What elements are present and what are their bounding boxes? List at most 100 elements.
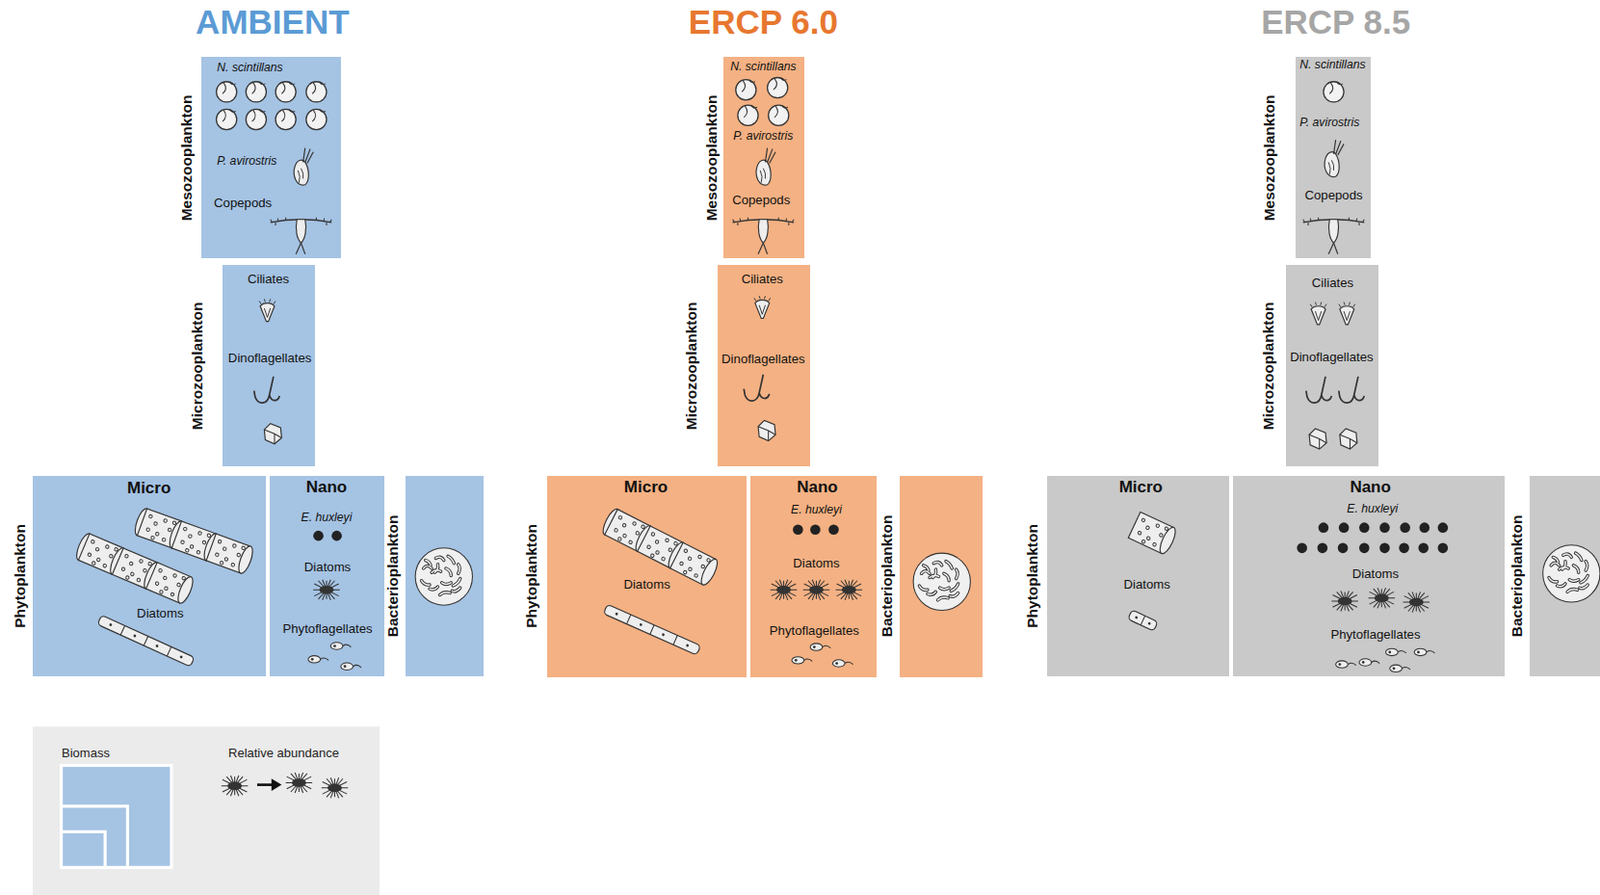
noctiluca-icon xyxy=(216,81,237,103)
group-label: Dinoflagellates xyxy=(721,351,806,367)
group-label: Diatoms xyxy=(304,559,351,575)
ciliate-icon xyxy=(259,298,276,321)
coccolithophore-icon xyxy=(313,530,324,542)
flagellate-icon xyxy=(832,659,853,667)
size-class-heading: Micro xyxy=(1119,477,1163,498)
species-label: E. huxleyi xyxy=(1346,501,1398,516)
noctiluca-icon xyxy=(768,104,789,126)
coccolithophore-icon xyxy=(1296,543,1308,554)
group-label: Ciliates xyxy=(1311,275,1354,290)
plankton-group-label: Mesozooplankton xyxy=(1259,94,1278,221)
nano-diatom-icon xyxy=(313,579,341,601)
diatom-chain-icon xyxy=(74,531,197,605)
coccolithophore-icon xyxy=(1359,543,1370,554)
biomass-box: Bacterioplankton xyxy=(1529,475,1600,678)
biomass-box: Nano E. huxleyiDiatomsPhytoflagellates xyxy=(269,475,386,678)
flagellate-icon xyxy=(810,643,831,651)
noctiluca-icon xyxy=(306,81,327,103)
nano-diatom-icon xyxy=(1331,590,1359,611)
coccolithophore-icon xyxy=(1398,543,1410,554)
biomass-box: MesozooplanktonN. scintillansP. avirostr… xyxy=(201,56,341,259)
legend-label: Relative abundance xyxy=(228,746,340,761)
diatom-chain-icon xyxy=(131,506,256,576)
copepod-icon xyxy=(733,217,795,255)
flagellate-icon xyxy=(308,655,329,663)
ambient-illustration xyxy=(74,81,473,671)
cladoceran-icon xyxy=(1324,139,1344,177)
coccolithophore-icon xyxy=(828,524,840,535)
noctiluca-icon xyxy=(275,81,296,103)
ercp60-illustration xyxy=(600,78,971,668)
coccolithophore-icon xyxy=(1359,522,1370,533)
biomass-box: NanoE. huxleyiDiatomsPhytoflagellates xyxy=(1232,475,1506,678)
noctiluca-icon xyxy=(216,108,237,130)
flagellate-icon xyxy=(1336,660,1357,668)
coccolithophore-icon xyxy=(1417,543,1429,554)
biomass-box: Bacterioplankton xyxy=(899,475,983,679)
noctiluca-icon xyxy=(245,108,266,130)
biomass-square xyxy=(61,831,106,867)
biomass-box: MicrozooplanktonCiliatesDinoflagellates xyxy=(717,264,812,467)
nano-diatom-icon xyxy=(321,777,349,798)
bacteria-icon xyxy=(1543,545,1600,603)
noctiluca-icon xyxy=(1323,81,1344,103)
noctiluca-icon xyxy=(767,78,788,99)
nano-diatom-icon xyxy=(770,579,798,601)
species-label: N. scintillans xyxy=(1299,57,1365,72)
biomass-square xyxy=(61,764,172,867)
plankton-group-label: Phytoplankton xyxy=(523,524,541,630)
species-label: P. avirostris xyxy=(733,129,793,143)
biomass-box: PhytoplanktonMicroDiatoms xyxy=(32,475,267,678)
group-label: Copepods xyxy=(1304,187,1363,203)
coccolithophore-icon xyxy=(792,524,804,535)
plankton-group-label: Bacterioplankton xyxy=(879,515,897,638)
group-label: Copepods xyxy=(732,192,790,208)
group-label: Diatoms xyxy=(136,605,184,621)
nano-diatom-icon xyxy=(1368,587,1396,608)
flagellate-icon xyxy=(791,656,813,664)
diatom-chain-icon xyxy=(97,614,195,667)
ciliate-icon xyxy=(1310,302,1327,325)
biomass-box: MesozooplanktonN. scintillansP. avirostr… xyxy=(723,56,805,259)
plankton-group-label: Mesozooplankton xyxy=(702,94,720,221)
biomass-box: MicrozooplanktonCiliatesDinoflagellates xyxy=(222,264,316,467)
group-label: Diatoms xyxy=(792,555,840,571)
flagellate-icon xyxy=(1359,658,1380,666)
ciliate-icon xyxy=(1338,302,1356,325)
biomass-box: NanoE. huxleyiDiatomsPhytoflagellates xyxy=(750,475,877,679)
biomass-box: Bacterioplankton xyxy=(405,475,485,678)
noctiluca-icon xyxy=(245,81,266,103)
dinoflagellate-icon xyxy=(1309,428,1327,449)
legend-label: Biomass xyxy=(61,746,110,761)
nano-diatom-icon xyxy=(836,579,864,601)
diatom-chain-icon xyxy=(603,603,701,656)
species-label: P. avirostris xyxy=(216,154,277,168)
group-label: Ciliates xyxy=(741,271,784,287)
coccolithophore-icon xyxy=(1418,522,1430,533)
group-label: Phytoflagellates xyxy=(282,621,372,636)
dinoflagellate-icon xyxy=(1306,376,1332,403)
coccolithophore-icon xyxy=(810,524,821,535)
flagellate-icon xyxy=(1414,648,1435,656)
legend-arrow xyxy=(257,783,274,787)
species-label: N. scintillans xyxy=(730,59,796,74)
species-label: E. huxleyi xyxy=(790,502,842,517)
cladoceran-icon xyxy=(293,148,314,185)
group-label: Diatoms xyxy=(623,577,670,592)
plankton-group-label: Bacterioplankton xyxy=(1508,515,1526,638)
coccolithophore-icon xyxy=(1317,543,1329,554)
group-label: Phytoflagellates xyxy=(1330,627,1420,642)
legend-arrowhead xyxy=(271,778,283,791)
flagellate-icon xyxy=(1390,664,1411,672)
size-class-heading: Nano xyxy=(306,477,348,498)
noctiluca-icon xyxy=(735,79,757,101)
species-label: E. huxleyi xyxy=(301,510,353,525)
group-label: Diatoms xyxy=(1123,577,1170,592)
species-label: N. scintillans xyxy=(216,60,283,75)
coccolithophore-icon xyxy=(1338,522,1350,533)
dinoflagellate-icon xyxy=(1339,428,1358,449)
nano-diatom-icon xyxy=(286,772,314,793)
coccolithophore-icon xyxy=(1438,522,1449,533)
